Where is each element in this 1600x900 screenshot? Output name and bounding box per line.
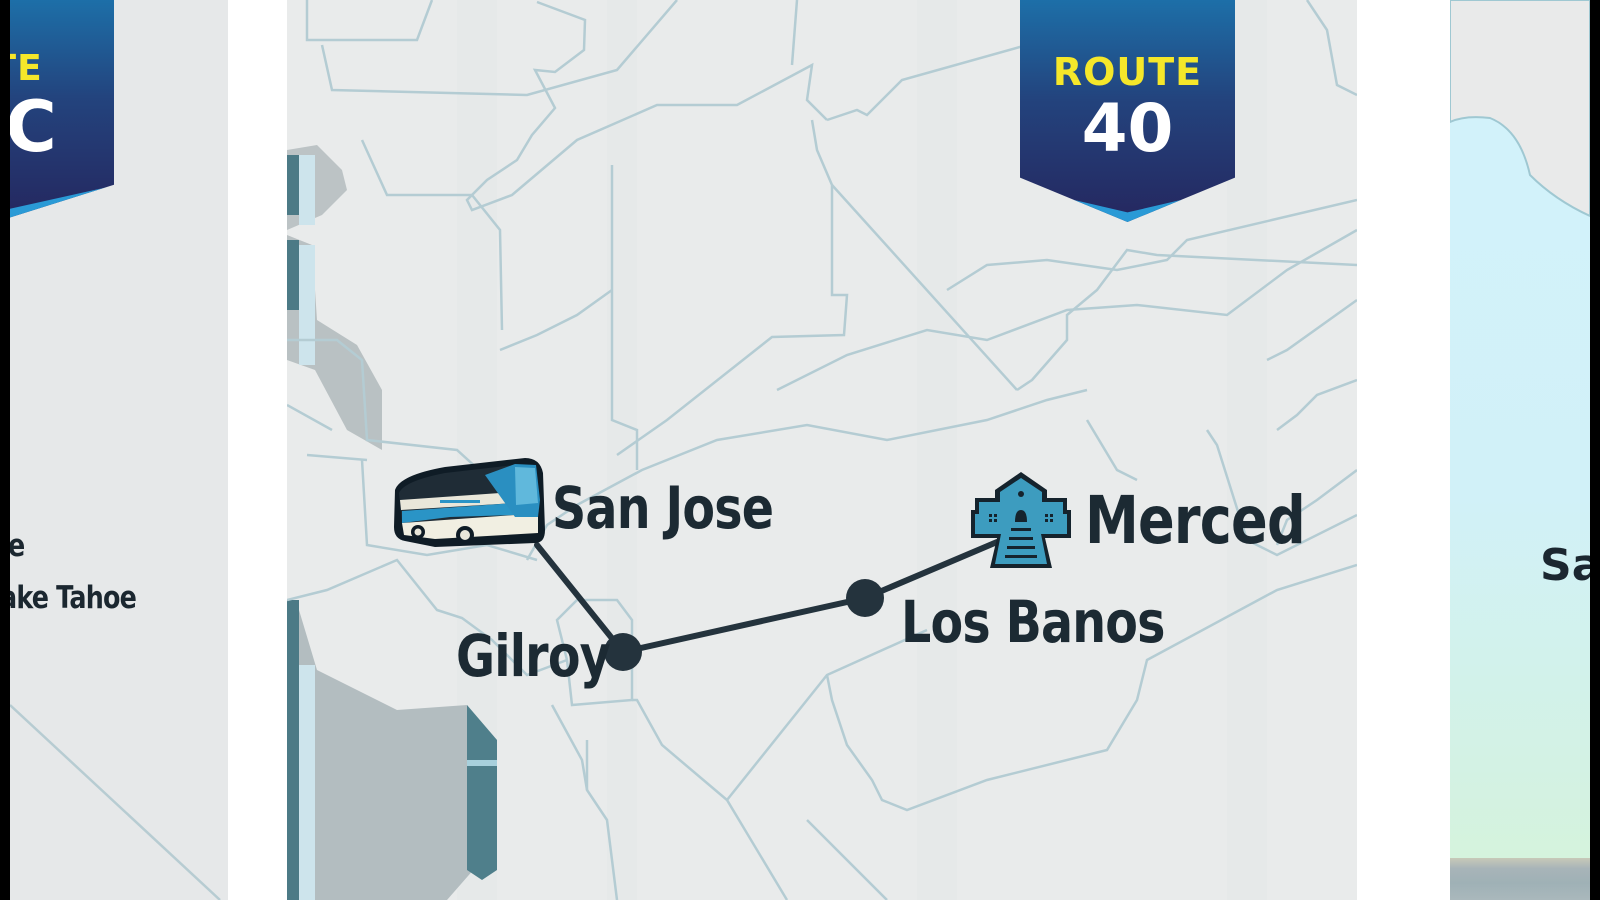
stop-label-merced: Merced [1085, 482, 1306, 559]
letterbox-left [0, 0, 10, 900]
badge-route-number: 40 [1081, 90, 1174, 167]
badge-route-word: UTE [10, 48, 43, 89]
stop-dot-los-banos [846, 579, 884, 617]
county-borders [287, 0, 1357, 900]
stop-dot-gilroy [604, 633, 642, 671]
stop-label-gilroy: Gilroy [456, 622, 611, 690]
bus-icon[interactable] [390, 455, 550, 557]
next-city-label: Sa [1540, 540, 1590, 591]
letterbox-right [1590, 0, 1600, 900]
previous-city-label: ake Tahoe [10, 580, 137, 616]
previous-route-badge: UTE DC [10, 0, 114, 220]
next-route-card[interactable]: Sa [1450, 0, 1590, 900]
stop-label-los-banos: Los Banos [901, 588, 1165, 656]
previous-map-borders [10, 704, 221, 900]
sea-photo [1450, 858, 1590, 900]
next-map-land [1450, 0, 1590, 218]
previous-city-label: e [10, 528, 25, 564]
stop-label-san-jose: San Jose [552, 474, 774, 542]
route-line [534, 539, 1000, 656]
route-badge: ROUTE 40 [1020, 0, 1235, 222]
badge-route-word: ROUTE [1052, 50, 1203, 94]
station-icon[interactable] [967, 470, 1075, 570]
current-route-card[interactable]: San Jose Gilroy Los Banos Merced ROUTE 4… [287, 0, 1357, 900]
badge-route-number: DC [10, 86, 57, 168]
coastline [287, 145, 497, 900]
previous-route-card[interactable]: UTE DC e ake Tahoe [10, 0, 228, 900]
